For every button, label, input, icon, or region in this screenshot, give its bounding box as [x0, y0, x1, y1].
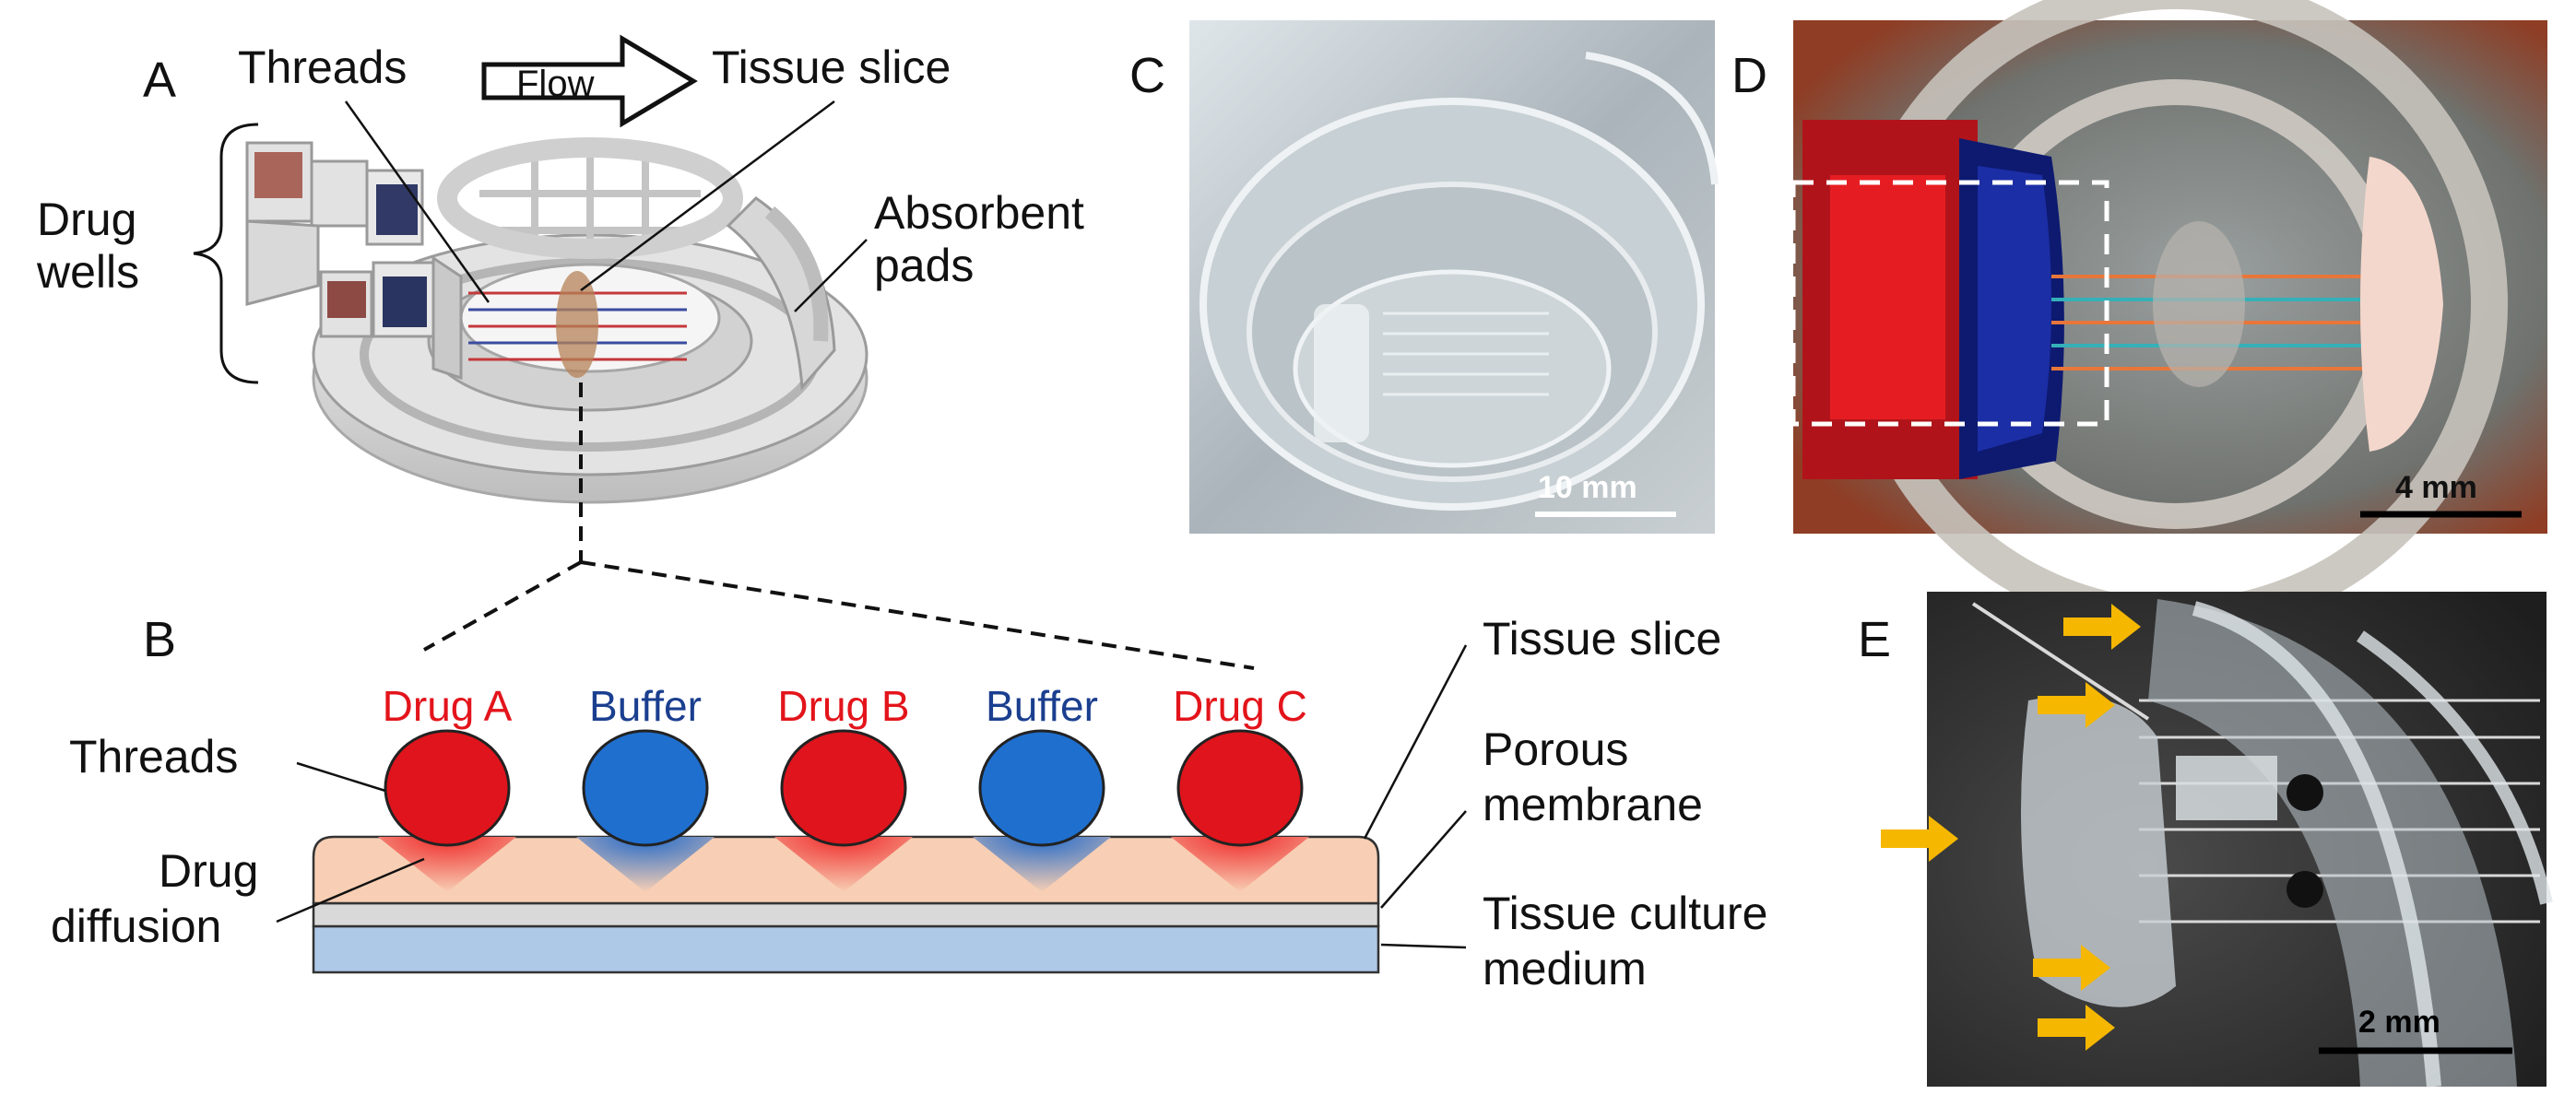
tissue-slice-ellipse — [556, 271, 598, 378]
panel-letter-c: C — [1129, 48, 1165, 103]
arrow-e-4 — [2033, 945, 2110, 991]
thread-label-buffer-1: Buffer — [589, 682, 702, 730]
thread-label-drug-c: Drug C — [1173, 682, 1307, 730]
threads-pointer-a — [344, 100, 490, 303]
scale-bar-label-d: 4 mm — [2395, 470, 2477, 505]
drug-wells-label-line1: Drug — [37, 194, 136, 245]
culture-medium-label-line1: Tissue culture — [1483, 888, 1767, 939]
absorbent-pads-pointer — [794, 239, 868, 312]
culture-medium-pointer — [1380, 943, 1467, 949]
photo-e: 2 mm — [1881, 592, 2553, 1088]
threads-label-a: Threads — [238, 41, 407, 93]
thread-label-drug-a: Drug A — [383, 682, 513, 730]
drug-diffusion-label-line1: Drug — [159, 845, 258, 897]
zoom-line-right — [580, 560, 1255, 670]
panel-letter-b: B — [143, 612, 176, 667]
arrow-e-3 — [1881, 816, 1958, 862]
tissue-slice-pointer-b — [1363, 644, 1468, 840]
diffusion-cone-drug-c — [1171, 837, 1309, 892]
drug-wells-bracket — [193, 123, 259, 384]
panel-d: D 4 mm — [1731, 0, 2547, 636]
drug-wells-label-line2: wells — [36, 246, 139, 298]
diffusion-cone-drug-b — [774, 837, 913, 892]
thread-circle-buffer-2 — [978, 729, 1105, 847]
threads-pointer-b — [296, 761, 386, 793]
absorbent-pads-label-line2: pads — [874, 240, 974, 291]
porous-membrane-label-line1: Porous — [1483, 723, 1628, 775]
yellow-arrows — [1881, 604, 2141, 1051]
flow-arrow: Flow — [481, 34, 698, 128]
thread-circle-drug-a — [384, 729, 511, 847]
culture-medium-label-line2: medium — [1483, 943, 1647, 994]
absorbent-pads-label-line1: Absorbent — [874, 187, 1084, 239]
zoom-line-left — [423, 560, 582, 652]
diffusion-cone-buffer-1 — [576, 837, 715, 892]
panel-b: B Drug A Buffer Drug B Buffer Drug C Thr… — [51, 612, 1767, 994]
flow-label: Flow — [516, 64, 595, 104]
arrow-e-5 — [2038, 1005, 2115, 1051]
panel-letter-e: E — [1858, 612, 1891, 667]
tissue-slice-label-a: Tissue slice — [712, 41, 951, 93]
threads-label-b: Threads — [69, 731, 238, 782]
tissue-slice-label-b: Tissue slice — [1483, 613, 1721, 665]
tissue-slice-pointer-a — [580, 100, 835, 292]
porous-membrane-layer — [312, 901, 1380, 928]
culture-medium-layer — [312, 924, 1380, 974]
thread-circle-drug-b — [780, 729, 907, 847]
thread-label-buffer-2: Buffer — [986, 682, 1098, 730]
panel-c: C 10 mm — [1129, 20, 1719, 534]
panel-letter-a: A — [143, 53, 176, 108]
arrow-e-1 — [2063, 604, 2141, 650]
photo-c: 10 mm — [1189, 20, 1719, 534]
scale-bar-label-c: 10 mm — [1538, 470, 1637, 505]
panel-a: A — [36, 34, 1255, 670]
diffusion-cone-drug-a — [378, 837, 516, 892]
panel-e: E — [1858, 592, 2553, 1088]
drug-diffusion-label-line2: diffusion — [51, 900, 221, 952]
porous-membrane-pointer — [1380, 810, 1467, 909]
thread-label-drug-b: Drug B — [777, 682, 909, 730]
drug-diffusion-pointer — [276, 857, 425, 923]
device-3d-illustration — [245, 137, 869, 504]
arrow-e-2 — [2038, 682, 2115, 728]
panel-letter-d: D — [1731, 48, 1767, 103]
thread-circle-buffer-1 — [582, 729, 709, 847]
thread-circle-drug-c — [1176, 729, 1304, 847]
diffusion-cone-buffer-2 — [973, 837, 1111, 892]
scale-bar-label-e: 2 mm — [2358, 1005, 2440, 1040]
roi-box-d — [1790, 180, 2109, 427]
photo-d: 4 mm — [1790, 0, 2547, 636]
porous-membrane-label-line2: membrane — [1483, 779, 1703, 830]
